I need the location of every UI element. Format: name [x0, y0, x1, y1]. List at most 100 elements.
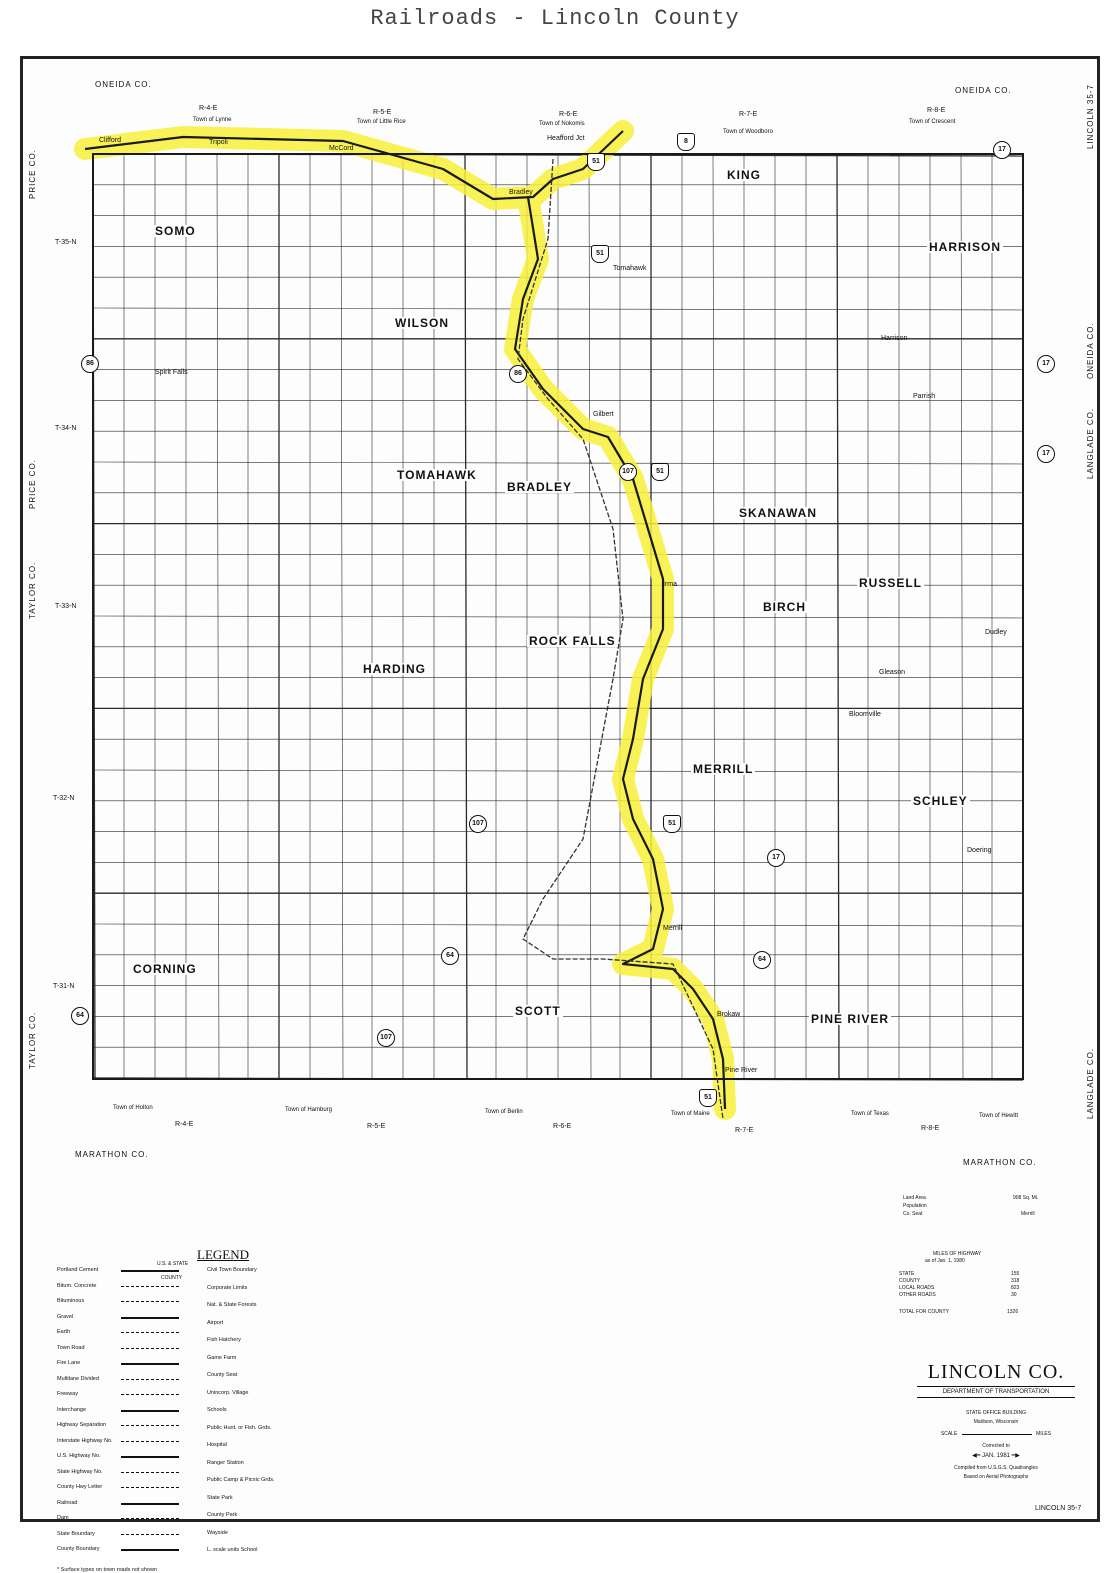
scale-unit: MILES — [1036, 1431, 1052, 1437]
legend-swatch — [121, 1316, 179, 1319]
miles-row-label: LOCAL ROADS — [899, 1285, 935, 1291]
range-bottom: R-6-E — [553, 1123, 572, 1130]
scale-bar: SCALE MILES — [911, 1431, 1081, 1437]
legend-item: Dam — [57, 1515, 69, 1521]
legend-swatch — [121, 1270, 179, 1272]
us-highway-shield: 51 — [591, 245, 609, 263]
legend-header-left: U.S. & STATE — [157, 1261, 189, 1267]
date-text: JAN. 1981 — [981, 1453, 1011, 1459]
legend-item: Town Road — [57, 1344, 85, 1351]
tier-label: T-31-N — [53, 983, 75, 990]
place-label: Pine River — [725, 1067, 758, 1074]
township-label: RUSSELL — [857, 576, 925, 590]
county-boundary — [92, 153, 1024, 1080]
legend-item: Civil Town Boundary — [207, 1267, 257, 1273]
legend-swatch — [121, 1518, 179, 1519]
neighbor-left-1: PRICE CO. — [28, 149, 37, 199]
range-top: R-6-E — [559, 111, 578, 118]
place-label: Gilbert — [593, 411, 614, 418]
road-line — [92, 769, 1024, 773]
legend-item: U.S. Highway No. — [57, 1453, 101, 1459]
state-highway-shield: 107 — [469, 815, 487, 833]
total-value: 1326 — [1007, 1309, 1019, 1315]
township-label: BRADLEY — [505, 480, 575, 494]
miles-row-label: STATE — [899, 1271, 915, 1277]
township-label: KING — [725, 168, 763, 182]
legend-item: Multilane Divided — [57, 1375, 99, 1382]
legend-item: County Boundary — [57, 1546, 100, 1552]
us-highway-shield: 51 — [663, 815, 681, 833]
compiled: Compiled from U.S.G.S. Quadrangles — [954, 1465, 1038, 1471]
place-label: Clifford — [99, 137, 122, 144]
state-highway-shield: 17 — [1037, 355, 1055, 373]
place-label: Spirit Falls — [155, 369, 188, 376]
legend-swatch — [121, 1285, 179, 1287]
township-label: CORNING — [131, 962, 199, 976]
place-label: Tripoli — [209, 139, 228, 146]
legend-item: Unincorp. Village — [207, 1389, 249, 1396]
place-label: Heafford Jct — [547, 135, 585, 142]
miles-date: as of Jan. 1, 1980 — [925, 1258, 965, 1264]
legend-title: LEGEND — [197, 1247, 249, 1262]
road-line — [92, 615, 1024, 619]
township-label: SCOTT — [513, 1004, 563, 1018]
state-highway-shield: 17 — [767, 849, 785, 867]
legend-item: Interstate Highway No. — [57, 1437, 113, 1444]
miles-row-value: 155 — [1011, 1271, 1020, 1277]
legend-swatch — [121, 1347, 179, 1349]
township-label: MERRILL — [691, 762, 756, 776]
stat-area-label: Land Area — [903, 1195, 926, 1201]
township-label: ROCK FALLS — [527, 634, 618, 648]
stat-seat-value: Merrill — [1021, 1211, 1035, 1217]
legend-swatch — [121, 1533, 179, 1535]
place-label: Bloomville — [849, 711, 881, 718]
township-label: SKANAWAN — [737, 506, 820, 520]
road-line — [712, 153, 716, 1080]
range-top: R-4-E — [199, 105, 218, 112]
road-line — [464, 153, 468, 1080]
legend-swatch — [121, 1378, 179, 1380]
legend-item: Game Farm — [207, 1354, 237, 1361]
legend-swatch — [121, 1549, 179, 1551]
place-label: Irma — [663, 581, 677, 588]
neighbor-right-1: ONEIDA CO. — [1086, 322, 1095, 379]
legend-swatch — [121, 1440, 179, 1442]
township-label: TOMAHAWK — [395, 468, 479, 482]
scale-label: SCALE — [940, 1431, 958, 1437]
tier-label: T-34-N — [55, 425, 77, 432]
township-label: HARRISON — [927, 240, 1004, 254]
legend-item: Portland Cement — [57, 1267, 99, 1273]
town-top: Town of Lynne — [193, 117, 232, 123]
page-title: Railroads - Lincoln County — [370, 6, 740, 31]
town-bottom: Town of Maine — [671, 1111, 710, 1117]
state-highway-shield: 64 — [753, 951, 771, 969]
total-label: TOTAL FOR COUNTY — [899, 1309, 949, 1315]
tier-label: T-33-N — [55, 603, 77, 610]
road-line — [92, 461, 1024, 465]
sheet-code-top: LINCOLN 35-7 — [1086, 84, 1095, 149]
place-label: Tomahawk — [613, 265, 647, 272]
road-line — [960, 153, 964, 1080]
town-top: Town of Woodboro — [723, 129, 773, 135]
date: ◀━ JAN. 1981 ━▶ — [972, 1453, 1020, 1459]
state-highway-shield: 86 — [509, 365, 527, 383]
us-highway-shield: 51 — [587, 153, 605, 171]
based: Based on Aerial Photographs — [963, 1474, 1029, 1480]
neighbor-bottom-left: MARATHON CO. — [75, 1150, 149, 1159]
sheet-code-bottom: LINCOLN 35-7 — [1035, 1505, 1082, 1512]
tier-label: T-35-N — [55, 239, 77, 246]
place-label: Parrish — [913, 393, 936, 400]
miles-row-value: 318 — [1011, 1278, 1020, 1284]
legend-item: Freeway — [57, 1391, 79, 1397]
neighbor-left-4: TAYLOR CO. — [28, 1011, 37, 1069]
department: DEPARTMENT OF TRANSPORTATION — [917, 1386, 1075, 1398]
legend-item: Wayside — [207, 1529, 228, 1536]
place-label: Brokaw — [717, 1011, 741, 1018]
legend-swatch — [121, 1487, 179, 1488]
legend-item: County Park — [207, 1512, 238, 1518]
town-top: Town of Nokomis — [539, 121, 585, 127]
legend-item: State Park — [207, 1494, 233, 1501]
stat-seat-label: Co. Seat — [903, 1211, 923, 1217]
legend-item: Fire Lane — [57, 1360, 81, 1366]
miles-row-label: COUNTY — [899, 1278, 921, 1284]
